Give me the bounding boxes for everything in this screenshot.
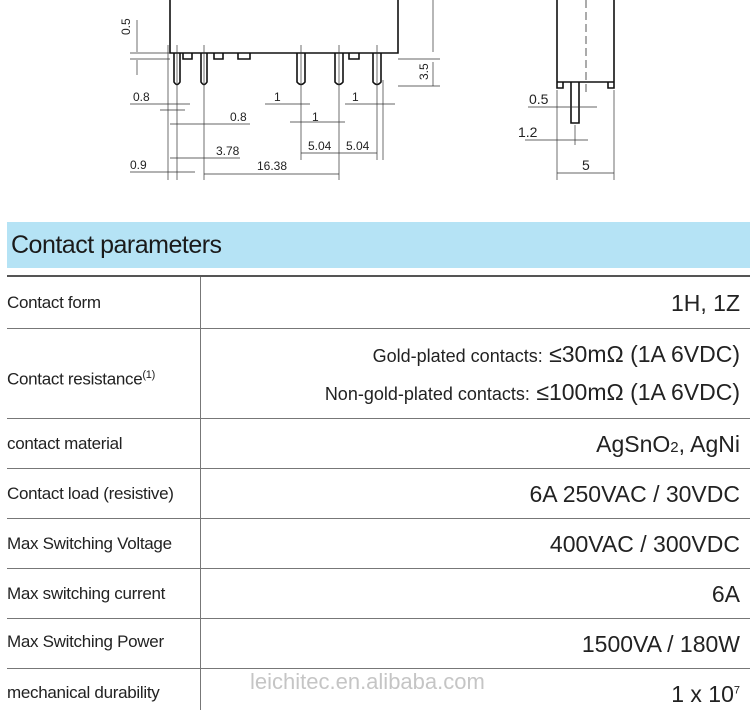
dim-label: 5.04 [308,139,332,153]
row-label: Max Switching Power [7,632,164,651]
row-value: 400VAC / 300VDC [549,531,740,557]
row-label: Max switching current [7,584,166,603]
dim-label: 5 [582,157,590,173]
column-divider [200,277,201,710]
watermark: leichitec.en.alibaba.com [250,669,485,694]
row-value: 6A [711,581,740,607]
row-value: 1H, 1Z [670,290,740,316]
dim-label: 1 [352,90,359,104]
dim-label: 5.04 [346,139,370,153]
row-value: 1500VA / 180W [581,631,740,657]
dim-label: 0.8 [230,110,247,124]
dim-label: 3.5 [417,63,431,80]
row-value: 1 x 107 [671,681,740,707]
table-row: mechanical durability 1 x 107 [7,669,750,710]
table-row: Contact load (resistive) 6A 250VAC / 30V… [7,469,750,519]
row-label: Contact load (resistive) [7,484,174,503]
table-row: Max Switching Power 1500VA / 180W [7,619,750,669]
row-label: contact material [7,434,123,453]
resistance-line-nongold: Non-gold-plated contacts: ≤100mΩ (1A 6VD… [324,379,740,405]
dim-label: 1 [312,110,319,124]
dim-label: 16.38 [257,159,287,173]
dim-label: 1.2 [518,124,538,140]
table-row: Max Switching Voltage 400VAC / 300VDC [7,519,750,569]
row-value: 6A 250VAC / 30VDC [529,481,740,507]
dim-label: 0.9 [130,158,147,172]
row-value: AgSnO2, AgNi [596,431,740,457]
table-row: Contact form 1H, 1Z [7,277,750,329]
row-label: Contact resistance(1) [7,369,155,389]
resistance-line-gold: Gold-plated contacts: ≤30mΩ (1A 6VDC) [372,341,740,367]
relay-dimension-drawing: 0.5 3.5 0.8 0.8 1 1 1 5.04 5.04 3.78 0.9… [119,0,615,180]
section-title: Contact parameters [11,231,222,259]
table-row: Contact resistance(1) leichitec.en.aliba… [7,329,750,694]
dim-label: 1 [274,90,281,104]
dim-label: 0.8 [133,90,150,104]
dim-label: 0.5 [529,91,549,107]
row-label: Max Switching Voltage [7,534,172,553]
row-label: Contact form [7,293,101,312]
dim-label: 0.5 [119,18,133,35]
table-row: contact material AgSnO2, AgNi [7,419,750,469]
front-dim-lines [130,0,440,180]
table-top-border [7,275,750,277]
side-dim-lines [525,90,615,180]
table-row: Max switching current 6A [7,569,750,619]
section-header: Contact parameters [7,222,750,268]
side-view [556,0,615,124]
row-label: mechanical durability [7,683,160,702]
dim-label: 3.78 [216,144,240,158]
